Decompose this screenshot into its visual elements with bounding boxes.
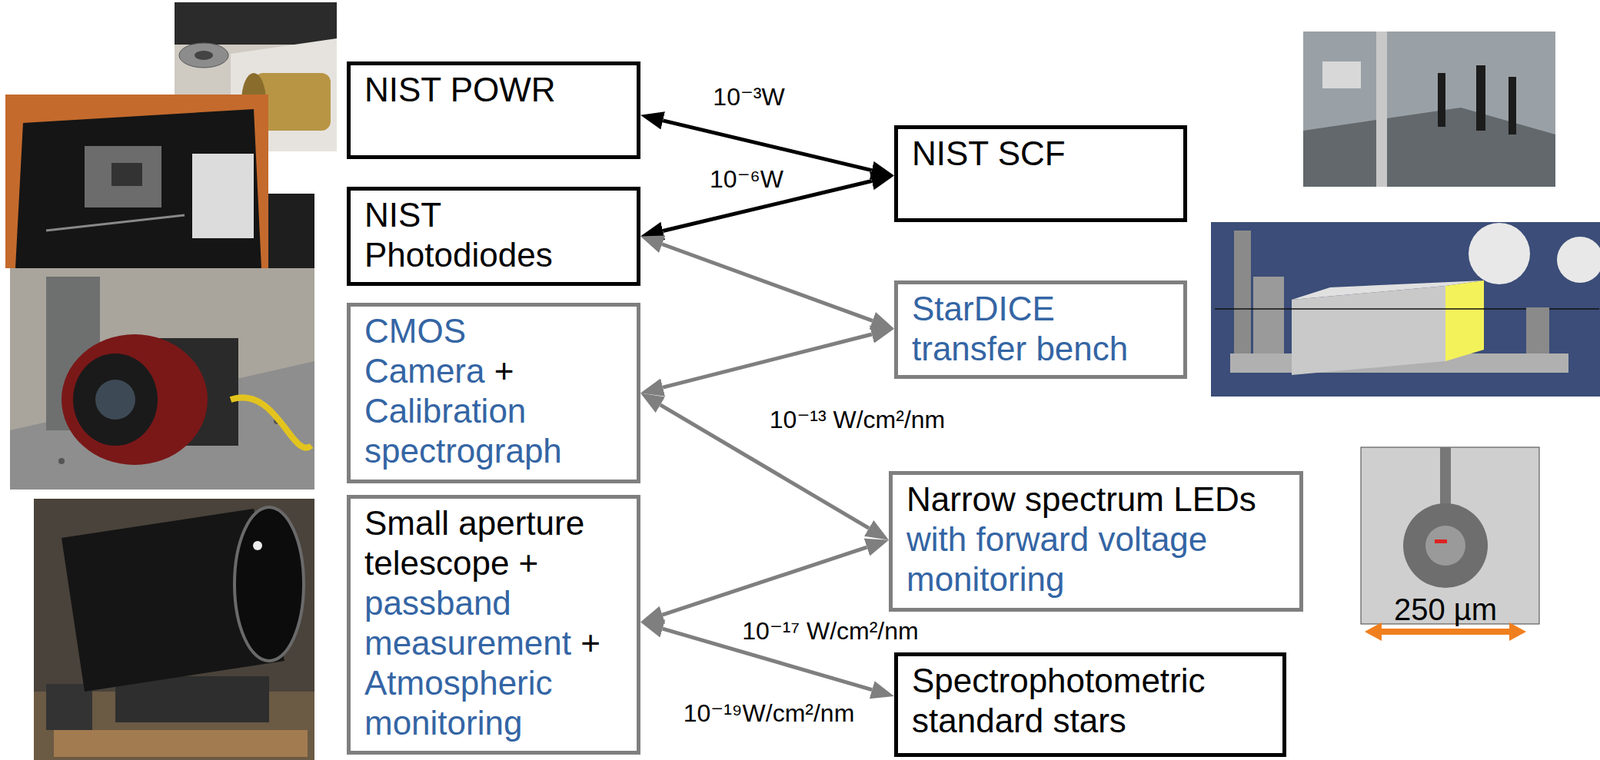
optics-mount <box>84 146 162 208</box>
photo-background <box>1303 31 1556 187</box>
photo-background <box>268 193 315 269</box>
process-box: CMOS Camera + Calibration spectrograph <box>346 302 641 484</box>
bench-render <box>1210 222 1600 397</box>
yellow-cable <box>230 397 312 448</box>
connector-arrow <box>662 334 872 388</box>
integrating-sphere <box>1556 236 1600 283</box>
optical-table <box>1303 107 1556 187</box>
optical-post <box>1476 65 1486 131</box>
integrating-sphere <box>1468 222 1531 285</box>
process-box: Narrow spectrum LEDswith forward voltage… <box>888 471 1304 613</box>
cable <box>46 215 185 231</box>
node-text: with forward voltage monitoring <box>906 519 1286 600</box>
breadboard-hole <box>58 458 65 465</box>
node-text: Narrow spectrum LEDs <box>906 479 1286 520</box>
pole <box>1376 31 1388 187</box>
ring-hole <box>194 50 213 60</box>
node-text: Atmospheric monitoring <box>364 664 553 742</box>
detector-mount <box>1526 307 1550 354</box>
render-background <box>1210 222 1600 397</box>
edge-label: 10⁻¹⁹W/cm²/nm <box>680 700 859 728</box>
optical-post <box>1437 73 1446 127</box>
telescope-aperture <box>234 507 304 662</box>
white-panel <box>192 153 254 239</box>
node-text: StarDICE transfer bench <box>911 289 1170 370</box>
process-box: StarDICE transfer bench <box>894 280 1188 380</box>
edge-label: 10⁻⁶W <box>706 166 787 193</box>
marker <box>1434 539 1447 544</box>
enclosure-photo <box>5 94 269 269</box>
box-yellow-face <box>1445 280 1484 362</box>
connector-arrow <box>661 547 867 616</box>
scale-arrowhead <box>1364 622 1382 642</box>
scale-arrowhead <box>1509 622 1527 642</box>
camera-photo <box>9 268 315 490</box>
edge-label: 10⁻¹³ W/cm²/nm <box>766 406 949 434</box>
camera-ring <box>61 334 208 466</box>
edge-label: 10⁻³W <box>709 83 788 111</box>
box-side <box>1291 286 1446 376</box>
node-text: Small aperture telescope + <box>364 504 585 583</box>
optical-table-photo <box>1303 31 1556 187</box>
metal-ring <box>179 43 229 68</box>
connector-arrow <box>662 181 872 232</box>
connector-arrow <box>660 405 869 529</box>
connector-group <box>660 120 873 691</box>
node-text: CMOS Camera <box>364 312 486 390</box>
wooden-base <box>53 730 308 758</box>
process-box: Small aperture telescope + passband meas… <box>346 495 641 756</box>
node-text: NIST Photodiodes <box>364 195 623 276</box>
process-box: NIST POWR <box>346 61 641 160</box>
connector-arrow <box>661 244 873 322</box>
telescope-photo <box>33 498 315 760</box>
process-box: Spectrophotometric standard stars <box>894 652 1287 758</box>
white-dot <box>252 541 263 551</box>
process-box: NIST Photodiodes <box>346 186 641 287</box>
optics-screen <box>111 162 143 187</box>
figure-background <box>1344 440 1547 638</box>
process-box: NIST SCF <box>894 125 1188 223</box>
node-text: NIST POWR <box>364 69 623 110</box>
enclosure-interior <box>15 109 262 269</box>
node-text: + <box>494 352 515 390</box>
node-text: Calibration spectrograph <box>364 392 563 470</box>
mechanism <box>1253 276 1284 354</box>
scale-label: 250 µm <box>1393 592 1497 627</box>
optical-post <box>1508 76 1517 135</box>
mechanism <box>1234 230 1251 354</box>
instrument-box <box>1322 61 1361 89</box>
node-text: passband measurement <box>364 584 572 662</box>
node-text: NIST SCF <box>911 133 1170 174</box>
connector-arrow <box>662 628 872 691</box>
led-center <box>1425 525 1466 566</box>
connector-arrow <box>662 120 872 171</box>
node-text: Spectrophotometric standard stars <box>911 661 1269 742</box>
camera-lens <box>73 353 158 446</box>
node-text: + <box>580 624 601 662</box>
image-frame <box>1360 447 1540 625</box>
photo-shadow <box>174 2 337 45</box>
photo-background <box>5 94 269 269</box>
photo-background <box>33 498 315 760</box>
led-image <box>1344 440 1547 642</box>
led-die <box>1403 503 1488 589</box>
edge-label: 10⁻¹⁷ W/cm²/nm <box>738 618 922 646</box>
scale-bar <box>1380 628 1511 636</box>
photo-background <box>9 268 315 490</box>
lens-glass <box>95 379 136 420</box>
